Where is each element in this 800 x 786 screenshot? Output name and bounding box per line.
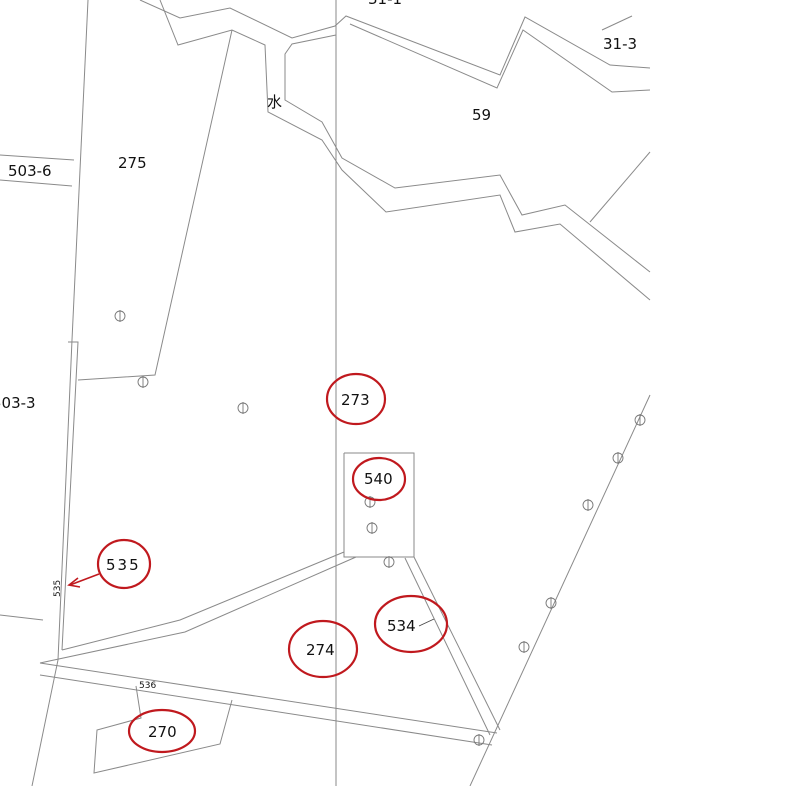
river-edge	[284, 34, 651, 273]
boundary-line	[0, 614, 44, 621]
road-536-edge	[39, 662, 498, 734]
river-edge	[159, 0, 651, 301]
parcel-label-503-6: 503-6	[8, 162, 52, 180]
highlight-circle	[96, 538, 152, 590]
road-edge	[413, 556, 501, 731]
arrowhead-icon	[67, 577, 81, 588]
boundary-line	[0, 179, 73, 187]
parcel-270-edge	[93, 685, 233, 774]
highlight-534: 534	[373, 594, 449, 654]
road-536-edge	[39, 674, 493, 746]
highlight-540: 540	[351, 456, 407, 502]
highlight-circle	[325, 372, 387, 426]
boundary-line	[0, 154, 75, 161]
parcel-boundaries	[0, 0, 651, 786]
road-edge	[39, 556, 357, 664]
boundary-line	[31, 0, 89, 786]
highlight-circle	[287, 619, 359, 679]
leader-line	[418, 618, 435, 627]
parcel-label-270: 270	[148, 723, 177, 741]
parcel-label-275: 275	[118, 154, 147, 172]
highlight-273: 273	[325, 372, 387, 426]
highlight-274: 274	[287, 619, 359, 679]
boundary-line	[589, 151, 651, 223]
parcel-labels: 31-1 31-3 59 水 503-6 275 503-3 535 536	[0, 0, 637, 691]
parcel-540-edge	[343, 452, 415, 558]
water-label: 水	[267, 93, 282, 111]
road-edge	[404, 557, 491, 736]
road-535-edge	[61, 341, 79, 651]
survey-marks	[114, 310, 646, 746]
boundary-line	[469, 394, 651, 786]
parcel-label-535: 535	[106, 556, 141, 574]
river-edge	[139, 0, 651, 76]
parcel-label-535-road: 535	[53, 580, 63, 597]
highlight-535: 535	[67, 538, 152, 590]
parcel-label-274: 274	[306, 641, 335, 659]
parcel-label-534: 534	[387, 617, 416, 635]
parcel-label-503-3: 503-3	[0, 394, 36, 412]
parcel-label-31-1: 31-1	[368, 0, 402, 8]
parcel-label-536: 536	[139, 681, 156, 691]
road-edge	[61, 551, 345, 651]
parcel-label-273: 273	[341, 391, 370, 409]
highlight-270: 270	[127, 708, 197, 754]
parcel-label-31-3: 31-3	[603, 35, 637, 53]
leader-line	[601, 15, 633, 31]
parcel-label-540: 540	[364, 470, 393, 488]
highlight-circle	[373, 594, 449, 654]
parcel-label-59: 59	[472, 106, 491, 124]
highlight-circle	[351, 456, 407, 502]
river-edge	[349, 23, 651, 93]
arrow-icon	[69, 573, 100, 586]
highlighted-parcels: 273 540 535 534 274 270	[67, 372, 449, 754]
parcel-275-edge	[77, 29, 233, 381]
highlight-circle	[127, 708, 197, 754]
